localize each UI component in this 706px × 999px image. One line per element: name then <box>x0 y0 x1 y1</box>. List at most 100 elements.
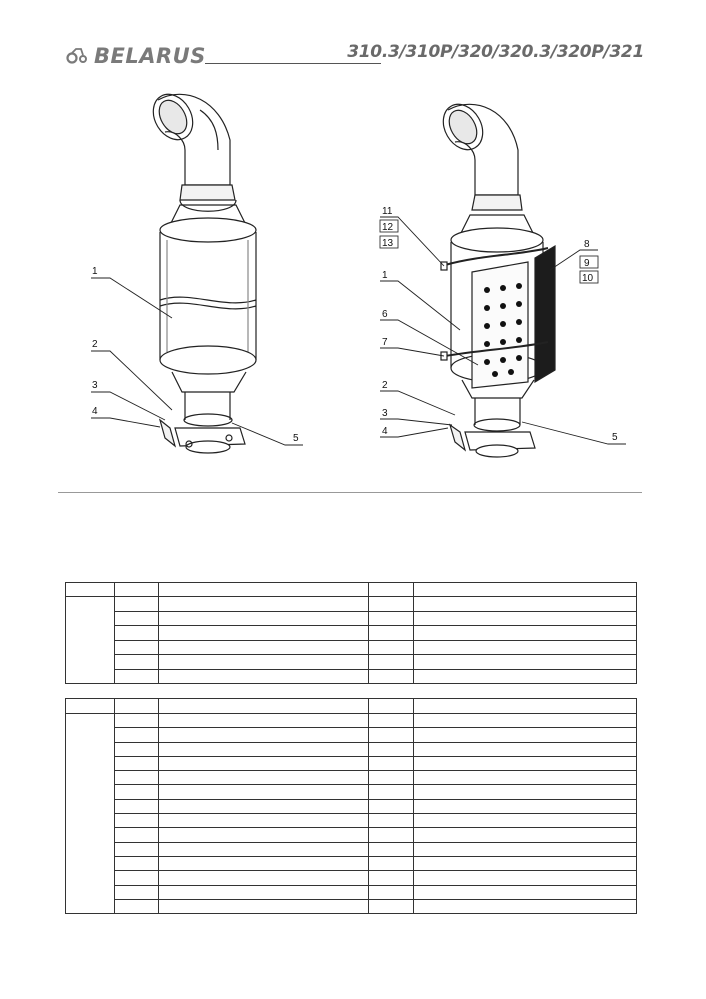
table-cell <box>368 610 414 626</box>
table-cell <box>368 841 414 857</box>
table-cell <box>114 784 159 800</box>
callout-2-right: 2 <box>382 380 388 391</box>
parts-table-1 <box>65 582 637 684</box>
table-cell <box>114 755 159 772</box>
table-cell <box>368 870 414 886</box>
header-cell <box>114 698 159 714</box>
table-cell <box>114 610 159 626</box>
table-row <box>66 639 637 655</box>
table-cell <box>413 770 637 786</box>
table-cell <box>114 827 159 843</box>
header-cell <box>114 582 159 597</box>
table-cell <box>413 610 637 626</box>
brand-name: BELARUS <box>94 44 206 68</box>
table-cell <box>413 654 637 670</box>
table-cell <box>114 855 159 872</box>
table-cell <box>368 827 414 843</box>
model-numbers: 310.3/310P/320/320.3/320P/321 <box>347 42 644 62</box>
table-cell <box>368 813 414 829</box>
callout-5-left: 5 <box>293 433 299 444</box>
table-cell <box>413 741 637 757</box>
table-row <box>66 770 637 786</box>
table-row <box>66 884 637 900</box>
table-cell <box>114 898 159 915</box>
exhaust-figure: 1 2 3 4 5 <box>91 93 626 458</box>
table-cell <box>114 870 159 886</box>
table-cell <box>114 741 159 757</box>
table-cell <box>158 827 369 843</box>
table-cell <box>158 741 369 757</box>
parts-table-2 <box>65 698 637 915</box>
table-cell <box>158 870 369 886</box>
table-row <box>66 668 637 684</box>
table-cell <box>158 813 369 829</box>
table-cell <box>368 654 414 670</box>
table-cell <box>158 610 369 626</box>
table-cell <box>368 596 414 612</box>
table-row <box>66 727 637 743</box>
callouts-left <box>91 277 303 446</box>
table-row <box>66 741 637 757</box>
header-cell <box>413 582 637 597</box>
table-cell <box>158 798 369 815</box>
header-cell <box>65 698 115 714</box>
callout-9-right: 9 <box>584 258 590 269</box>
table-cell <box>368 668 414 684</box>
table-cell <box>368 855 414 872</box>
group-cell <box>65 596 115 684</box>
table-row <box>66 841 637 857</box>
table-cell <box>368 625 414 641</box>
table-cell <box>413 755 637 772</box>
table-cell <box>413 784 637 800</box>
table-row <box>66 855 637 872</box>
callouts-right <box>379 216 626 445</box>
callout-4-left: 4 <box>92 406 98 417</box>
table-cell <box>114 596 159 612</box>
table-row <box>66 798 637 815</box>
callout-4-right: 4 <box>382 426 388 437</box>
table-row <box>66 755 637 772</box>
table-cell <box>158 841 369 857</box>
table-row <box>65 712 637 915</box>
table-cell <box>368 741 414 757</box>
header-rule <box>205 63 381 64</box>
table-cell <box>413 870 637 886</box>
section-divider <box>58 492 642 493</box>
table-cell <box>158 712 369 729</box>
table-cell <box>114 813 159 829</box>
brand-logo: BELARUS <box>66 44 206 68</box>
callout-1-right: 1 <box>382 270 388 281</box>
callout-3-right: 3 <box>382 408 388 419</box>
table-cell <box>413 827 637 843</box>
table-cell <box>413 884 637 900</box>
silencer-left-drawing <box>152 93 257 454</box>
table-cell <box>114 727 159 743</box>
table-row <box>66 784 637 800</box>
table-cell <box>158 727 369 743</box>
table-row <box>66 870 637 886</box>
table-cell <box>114 770 159 786</box>
table-cell <box>368 884 414 900</box>
table-row <box>66 610 637 626</box>
table-cell <box>114 712 159 729</box>
table-cell <box>158 784 369 800</box>
table-row <box>65 596 637 684</box>
table-cell <box>114 884 159 900</box>
guard-holes <box>484 283 522 377</box>
header-cell <box>368 582 414 597</box>
callout-5-right: 5 <box>612 432 618 443</box>
table-cell <box>114 625 159 641</box>
tractor-logo-icon <box>66 48 87 64</box>
table-cell <box>413 639 637 655</box>
table-cell <box>413 727 637 743</box>
header-cell <box>158 582 369 597</box>
table-cell <box>114 798 159 815</box>
table-cell <box>368 727 414 743</box>
table-row <box>66 625 637 641</box>
callout-12-right: 12 <box>382 222 394 233</box>
table-header-row <box>65 698 637 714</box>
header-cell <box>158 698 369 714</box>
group-cell <box>65 712 115 915</box>
table-cell <box>413 625 637 641</box>
callout-13-right: 13 <box>382 238 394 249</box>
